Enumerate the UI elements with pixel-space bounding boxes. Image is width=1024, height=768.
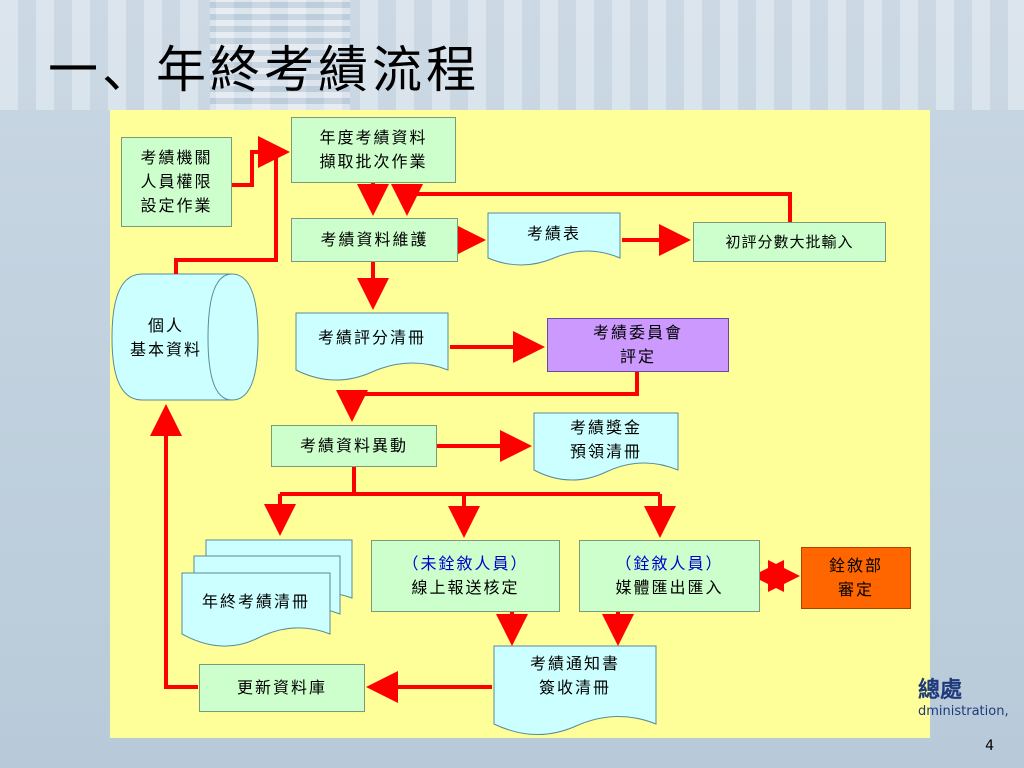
background-stripes [0,0,1024,110]
node-batch-extract: 年度考績資料擷取批次作業 [291,117,456,183]
node-annual-list: 年終考績清冊 [201,592,310,611]
node-media-transfer: （銓敘人員）媒體匯出匯入 [579,540,760,612]
node-initial-input: 初評分數大批輸入 [693,222,886,262]
page-title: 一、年終考績流程 [48,41,480,99]
logo-subtext: dministration, [918,704,1009,719]
node-notice-list: 考績通知書簽收清冊 [529,654,620,697]
doc-score-list [295,312,449,381]
page-number: 4 [985,738,994,754]
node-update-db: 更新資料庫 [199,664,365,712]
doc-score-table [487,212,621,266]
node-permission-setup: 考績機關人員權限設定作業 [121,137,232,227]
node-bonus-list: 考績獎金預領清冊 [569,418,642,461]
background-building [210,0,350,110]
doc-notice [493,645,657,735]
storage-personal-db [111,273,259,401]
node-ministry-review: 銓敘部審定 [801,547,911,609]
logo-text: 總處 [918,677,963,703]
node-online-submit: （未銓敘人員）線上報送核定 [371,540,560,612]
node-score-list: 考績評分清冊 [317,328,426,347]
doc-annual-list [181,539,353,647]
doc-bonus-list [533,412,679,481]
node-committee: 考績委員會評定 [547,318,729,372]
node-score-table: 考績表 [526,224,581,243]
node-data-maintain: 考績資料維護 [291,218,458,262]
node-personal-db: 個人基本資料 [129,316,202,359]
node-data-change: 考績資料異動 [271,425,437,467]
